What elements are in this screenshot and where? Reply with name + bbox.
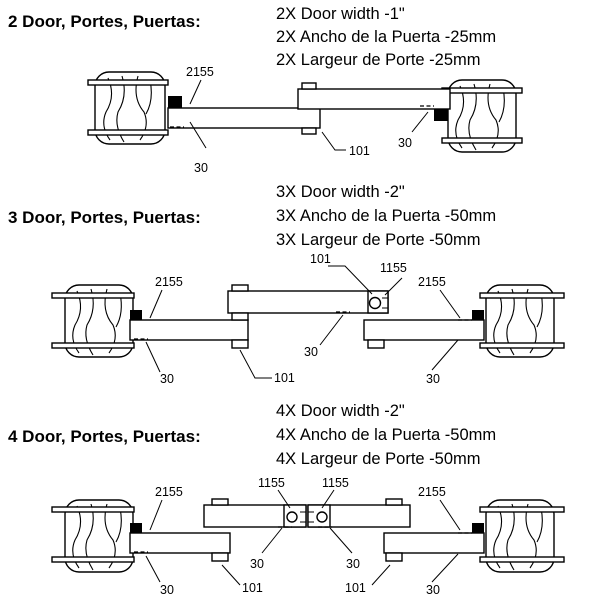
section-heading: 4 Door, Portes, Puertas: — [8, 427, 201, 446]
section-4-door: 4 Door, Portes, Puertas: 4X Door width -… — [8, 402, 565, 597]
callout-1155: 1155 — [258, 476, 285, 490]
bar-assembly — [129, 284, 485, 349]
spec-ancho: 2X Ancho de la Puerta -25mm — [276, 28, 496, 46]
callout-30: 30 — [426, 583, 440, 597]
callout-30: 30 — [194, 161, 208, 175]
callout-101: 101 — [345, 581, 366, 595]
callout-1155: 1155 — [322, 476, 349, 490]
section-heading: 3 Door, Portes, Puertas: — [8, 208, 201, 227]
callout-101: 101 — [242, 581, 263, 595]
spec-largeur: 3X Largeur de Porte -50mm — [276, 231, 481, 249]
bar-assembly — [129, 498, 485, 562]
door-right — [441, 79, 523, 153]
callout-101: 101 — [310, 252, 331, 266]
spec-door-width: 3X Door width -2" — [276, 183, 405, 201]
door-right — [479, 284, 565, 358]
spec-ancho: 3X Ancho de la Puerta -50mm — [276, 207, 496, 225]
callout-30: 30 — [426, 372, 440, 386]
top-bar-assembly — [167, 82, 451, 135]
callout-2155: 2155 — [418, 275, 446, 289]
callout-101: 101 — [349, 144, 370, 158]
callout-30: 30 — [304, 345, 318, 359]
callout-2155: 2155 — [155, 275, 183, 289]
callout-30: 30 — [250, 557, 264, 571]
callout-2155: 2155 — [418, 485, 446, 499]
spec-largeur: 4X Largeur de Porte -50mm — [276, 450, 481, 468]
callout-30: 30 — [160, 583, 174, 597]
section-heading: 2 Door, Portes, Puertas: — [8, 12, 201, 31]
spec-door-width: 2X Door width -1" — [276, 5, 405, 23]
door-left — [51, 499, 135, 573]
door-right — [479, 499, 565, 573]
section-2-door: 2 Door, Portes, Puertas: 2X Door width -… — [8, 5, 523, 175]
callout-30: 30 — [160, 372, 174, 386]
callout-2155: 2155 — [155, 485, 183, 499]
spec-door-width: 4X Door width -2" — [276, 402, 405, 420]
callout-1155: 1155 — [380, 261, 407, 275]
door-left — [87, 71, 169, 145]
spec-ancho: 4X Ancho de la Puerta -50mm — [276, 426, 496, 444]
callout-30: 30 — [398, 136, 412, 150]
section-3-door: 3 Door, Portes, Puertas: 3X Door width -… — [8, 183, 565, 386]
door-left — [51, 284, 135, 358]
callout-30: 30 — [346, 557, 360, 571]
callout-101: 101 — [274, 371, 295, 385]
callout-2155: 2155 — [186, 65, 214, 79]
spec-largeur: 2X Largeur de Porte -25mm — [276, 51, 481, 69]
